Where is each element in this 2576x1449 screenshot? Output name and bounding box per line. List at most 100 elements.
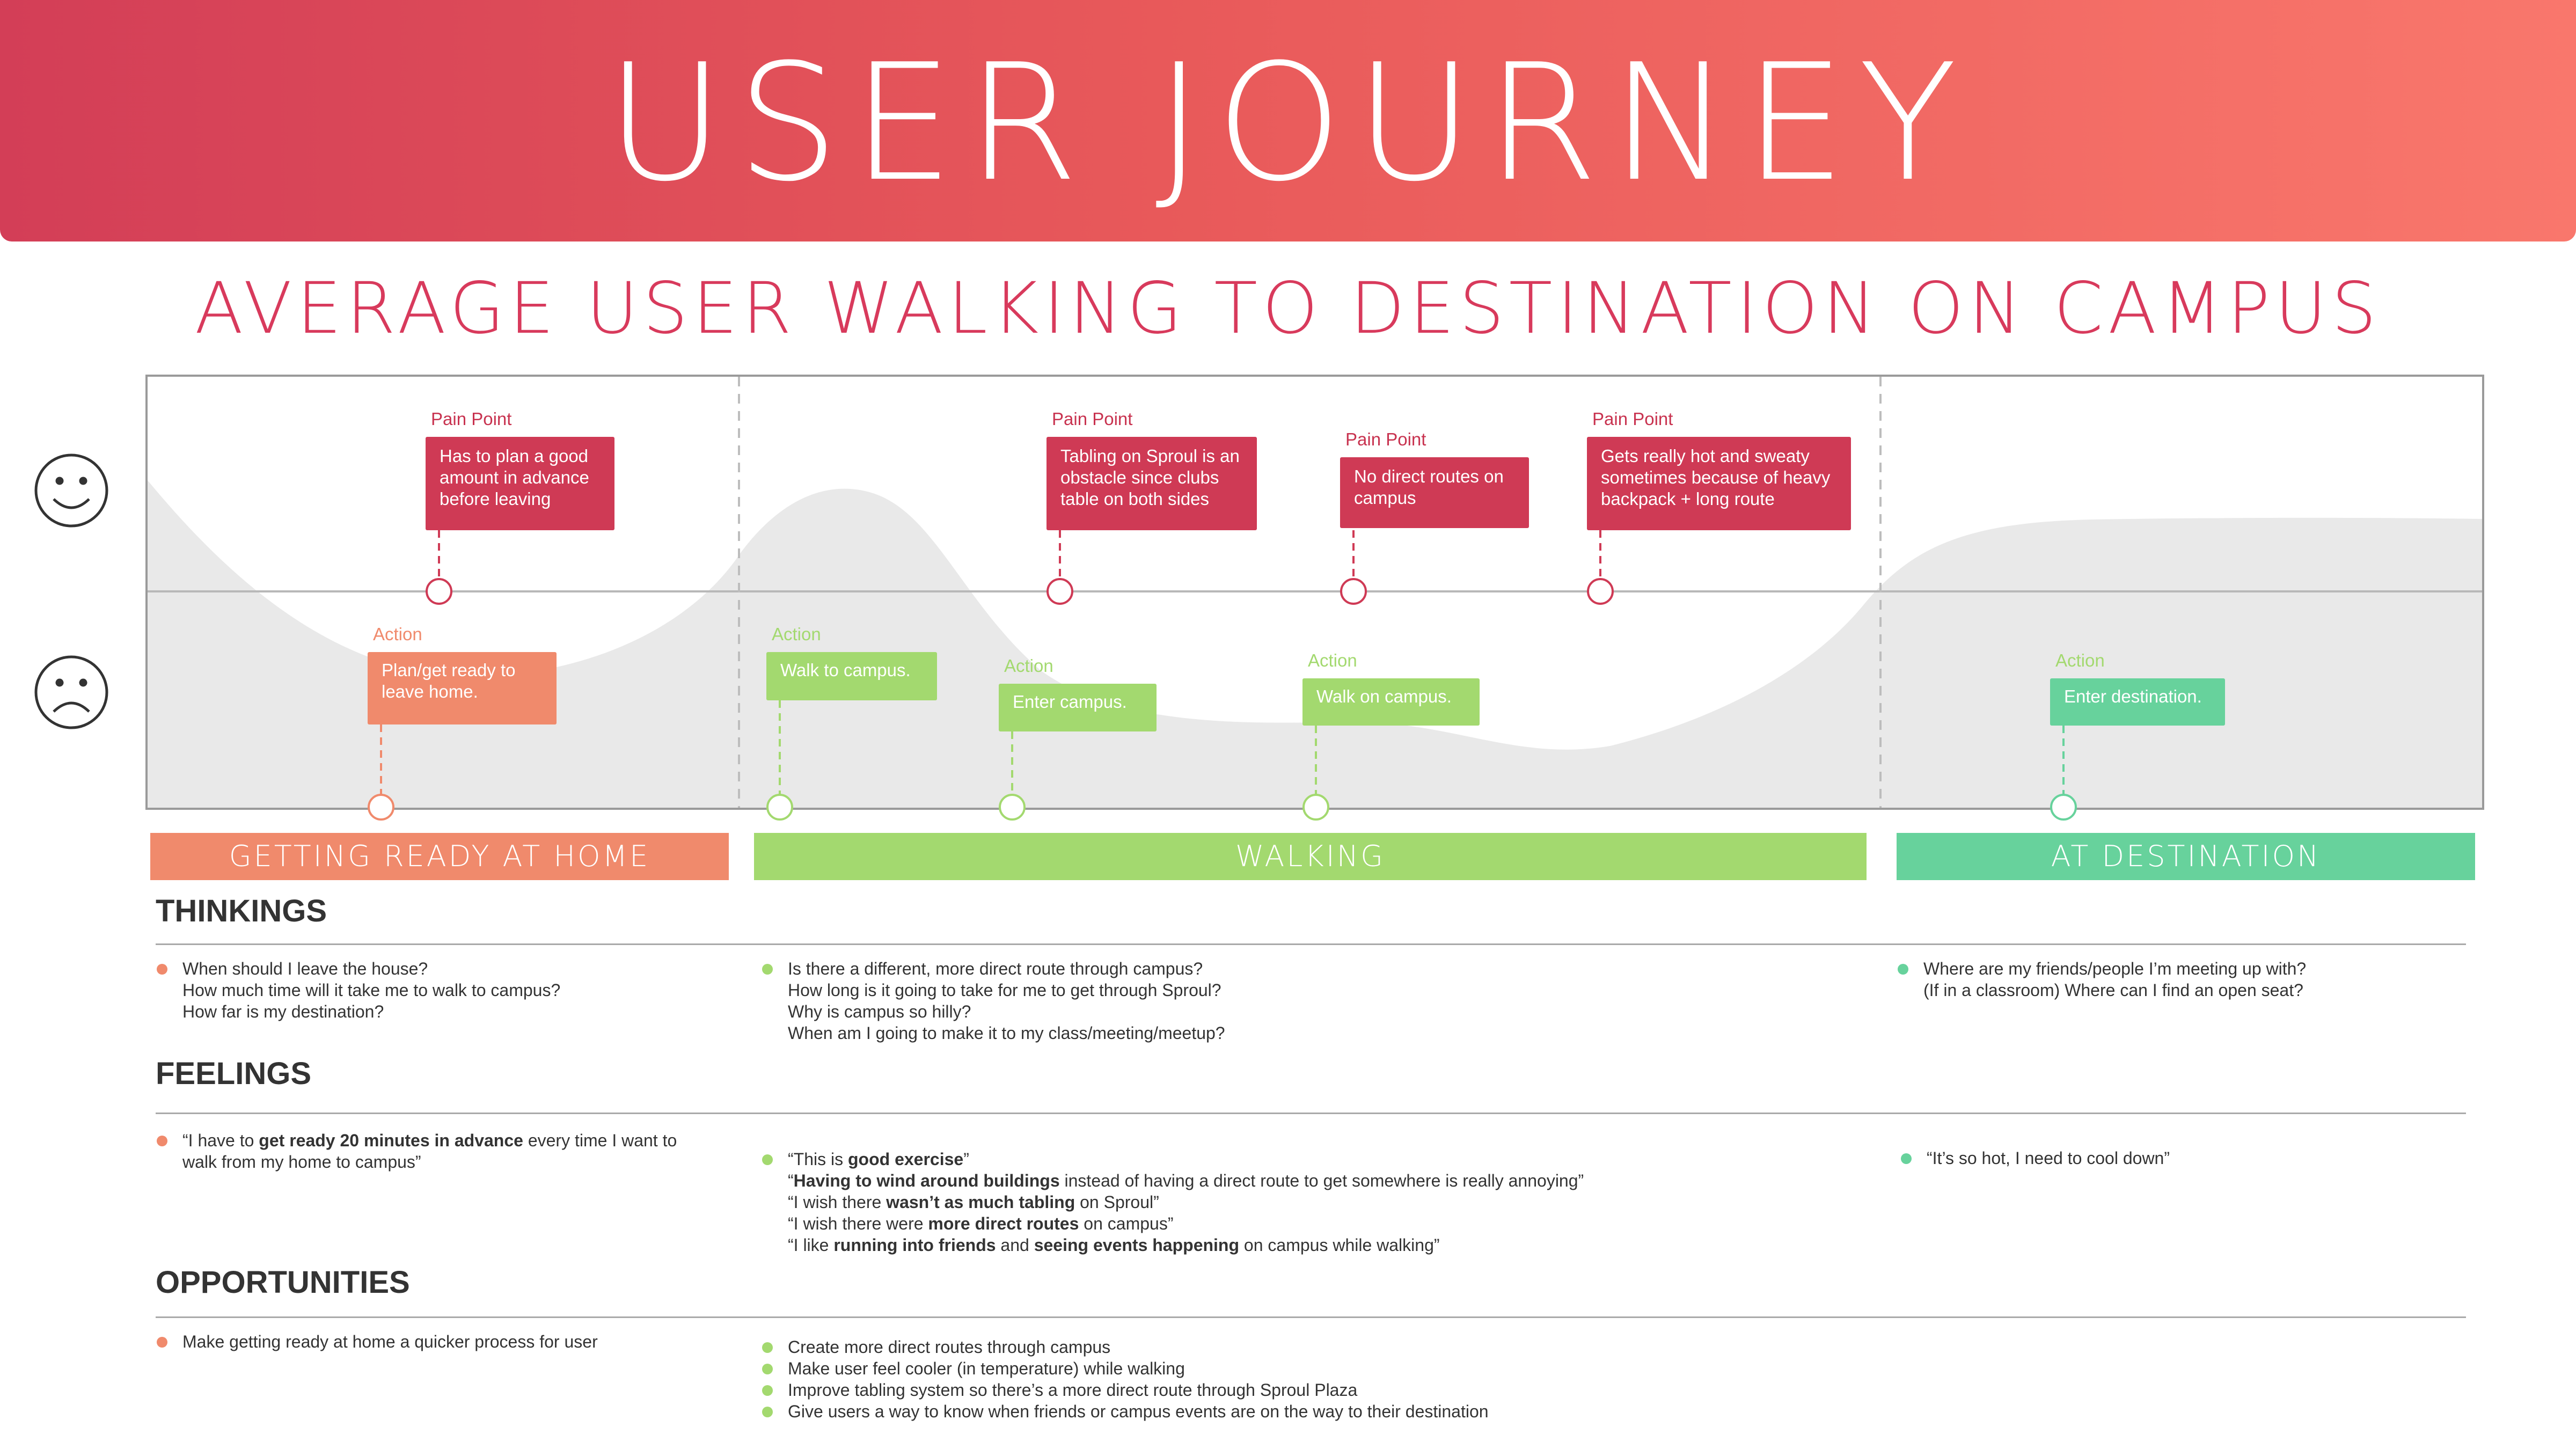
quote-text: every time I want to — [523, 1131, 677, 1150]
pain-point-label: Pain Point — [1592, 409, 1673, 429]
list-item: How far is my destination? — [182, 1002, 384, 1021]
section-divider — [156, 1113, 2466, 1114]
quote-text: “It’s so hot, I need to cool down” — [1927, 1148, 2170, 1168]
feeling-quote: “I wish there were more direct routes on… — [762, 1213, 1584, 1234]
emphasis-text: Having to wind around buildings — [793, 1171, 1060, 1190]
opportunities-home: Make getting ready at home a quicker pro… — [157, 1331, 598, 1352]
list-item: How long is it going to take for me to g… — [788, 980, 1221, 1000]
page-title: USER JOURNEY — [606, 30, 1970, 217]
section-divider — [156, 1316, 2466, 1318]
sad-face-icon — [34, 655, 108, 729]
action-text: Enter destination. — [2064, 686, 2202, 706]
pain-point-marker[interactable] — [1340, 578, 1367, 605]
pain-point-card[interactable]: Tabling on Sproul is an obstacle since c… — [1046, 437, 1257, 530]
pain-point-text: campus — [1354, 488, 1416, 508]
pain-point-text: Tabling on Sproul is an — [1060, 446, 1240, 466]
emphasis-text: seeing events happening — [1034, 1235, 1240, 1255]
page-subtitle: AVERAGE USER WALKING TO DESTINATION ON C… — [194, 267, 2382, 350]
list-item: When am I going to make it to my class/m… — [788, 1023, 1225, 1043]
action-marker[interactable] — [1302, 794, 1329, 821]
action-label: Action — [373, 624, 422, 644]
emphasis-text: more direct routes — [928, 1214, 1079, 1233]
list-item: Why is campus so hilly? — [788, 1002, 971, 1021]
quote-text: “I wish there were — [788, 1214, 928, 1233]
action-label: Action — [1004, 656, 1053, 676]
feelings-destination: “It’s so hot, I need to cool down” — [1901, 1147, 2170, 1169]
emphasis-text: get ready 20 minutes in advance — [259, 1131, 523, 1150]
pain-point-marker[interactable] — [1046, 578, 1073, 605]
pain-point-text: sometimes because of heavy — [1601, 467, 1831, 487]
emphasis-text: wasn’t as much tabling — [886, 1192, 1075, 1212]
section-title-opportunities: OPPORTUNITIES — [156, 1265, 410, 1300]
action-text: Walk on campus. — [1316, 686, 1452, 706]
pain-point-card[interactable]: Has to plan a good amount in advance bef… — [426, 437, 614, 530]
opportunities-walking: Create more direct routes through campus… — [762, 1336, 1489, 1422]
action-card[interactable]: Walk on campus. — [1302, 678, 1480, 726]
pain-point-text: Has to plan a good — [440, 446, 589, 466]
feelings-walking: “This is good exercise”“Having to wind a… — [762, 1148, 1584, 1256]
thinkings-destination: Where are my friends/people I’m meeting … — [1898, 958, 2306, 1001]
pain-point-text: backpack + long route — [1601, 489, 1775, 509]
quote-text: “I like — [788, 1235, 834, 1255]
smiley-face-icon — [34, 453, 108, 528]
phase-bar-home: GETTING READY AT HOME — [150, 833, 729, 880]
action-text: Plan/get ready to — [382, 660, 516, 680]
section-divider — [156, 943, 2466, 945]
list-item: (If in a classroom) Where can I find an … — [1923, 980, 2303, 1000]
action-card[interactable]: Walk to campus. — [766, 652, 937, 700]
action-label: Action — [1308, 650, 1357, 670]
thinkings-home: When should I leave the house? How much … — [157, 958, 560, 1022]
list-item: Create more direct routes through campus — [762, 1336, 1489, 1358]
quote-text: and — [996, 1235, 1034, 1255]
emphasis-text: running into friends — [833, 1235, 996, 1255]
feeling-quote: “I have to get ready 20 minutes in advan… — [157, 1130, 677, 1151]
emotion-curve — [148, 480, 2482, 808]
quote-text: “ — [788, 1171, 794, 1190]
phase-bar-destination: AT DESTINATION — [1897, 833, 2475, 880]
action-marker[interactable] — [2050, 794, 2077, 821]
action-marker[interactable] — [999, 794, 1026, 821]
feeling-quote: “This is good exercise” — [762, 1148, 1584, 1170]
feelings-home: “I have to get ready 20 minutes in advan… — [157, 1130, 677, 1173]
action-label: Action — [2055, 650, 2105, 670]
list-item: Where are my friends/people I’m meeting … — [1898, 958, 2306, 979]
feeling-quote: walk from my home to campus” — [157, 1151, 677, 1173]
quote-text: on campus” — [1079, 1214, 1174, 1233]
pain-point-text: table on both sides — [1060, 489, 1210, 509]
pain-point-marker[interactable] — [1587, 578, 1614, 605]
header-banner: USER JOURNEY — [0, 0, 2576, 241]
action-marker[interactable] — [766, 794, 793, 821]
section-title-feelings: FEELINGS — [156, 1056, 312, 1091]
thinkings-walking: Is there a different, more direct route … — [762, 958, 1225, 1044]
quote-text: “I have to — [182, 1131, 259, 1150]
quote-text: “I wish there — [788, 1192, 887, 1212]
list-item: Make getting ready at home a quicker pro… — [157, 1331, 598, 1352]
action-marker[interactable] — [368, 794, 394, 821]
pain-point-text: amount in advance — [440, 467, 589, 487]
feeling-quote: “It’s so hot, I need to cool down” — [1901, 1147, 2170, 1169]
pain-point-text: before leaving — [440, 489, 551, 509]
pain-point-card[interactable]: Gets really hot and sweaty sometimes bec… — [1587, 437, 1851, 530]
pain-point-card[interactable]: No direct routes on campus — [1340, 457, 1529, 528]
action-card[interactable]: Enter campus. — [999, 684, 1157, 731]
list-item: Make user feel cooler (in temperature) w… — [762, 1358, 1489, 1379]
list-item: When should I leave the house? — [157, 958, 560, 979]
list-item: Improve tabling system so there’s a more… — [762, 1379, 1489, 1401]
quote-text: on Sproul” — [1075, 1192, 1159, 1212]
pain-point-text: Gets really hot and sweaty — [1601, 446, 1810, 466]
pain-point-marker[interactable] — [426, 578, 452, 605]
list-item: Give users a way to know when friends or… — [762, 1401, 1489, 1422]
action-label: Action — [772, 624, 821, 644]
action-card[interactable]: Enter destination. — [2050, 678, 2225, 726]
quote-text: on campus while walking” — [1239, 1235, 1440, 1255]
phase-bar-walking: WALKING — [754, 833, 1867, 880]
feeling-quote: “I like running into friends and seeing … — [762, 1234, 1584, 1256]
pain-point-text: No direct routes on — [1354, 466, 1504, 486]
quote-text: ” — [963, 1150, 969, 1169]
action-text: Enter campus. — [1013, 692, 1127, 712]
pain-point-text: obstacle since clubs — [1060, 467, 1219, 487]
action-card[interactable]: Plan/get ready to leave home. — [368, 652, 557, 724]
section-title-thinkings: THINKINGS — [156, 894, 327, 928]
list-item: How much time will it take me to walk to… — [182, 980, 561, 1000]
list-item: Is there a different, more direct route … — [762, 958, 1225, 979]
